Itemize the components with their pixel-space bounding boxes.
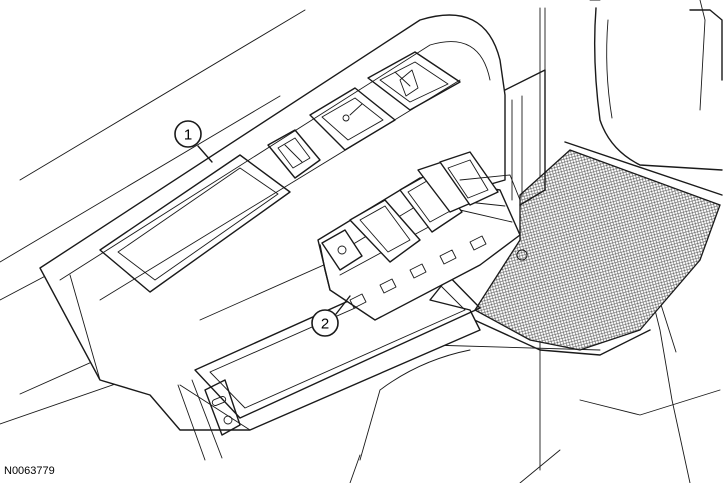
grab-handle-recess (99, 154, 291, 293)
trim-clip (204, 379, 241, 436)
master-window-switch-assembly (317, 151, 528, 321)
window-switch-bezel-right (367, 51, 461, 111)
door-trim-panel (39, 14, 506, 431)
seat-side-panel (593, 7, 723, 171)
window-switch-bezel-left (309, 87, 396, 151)
callout-2: 2 (311, 309, 339, 337)
callout-1-label: 1 (184, 127, 192, 144)
lock-switch-bezel (267, 129, 321, 179)
sill-scuff-plate (469, 141, 723, 356)
callout-1: 1 (174, 120, 202, 148)
callout-leaders (197, 145, 351, 315)
door-pillar-trim (504, 69, 546, 206)
callout-2-label: 2 (321, 316, 329, 333)
figure-id: N0063779 (4, 465, 55, 477)
